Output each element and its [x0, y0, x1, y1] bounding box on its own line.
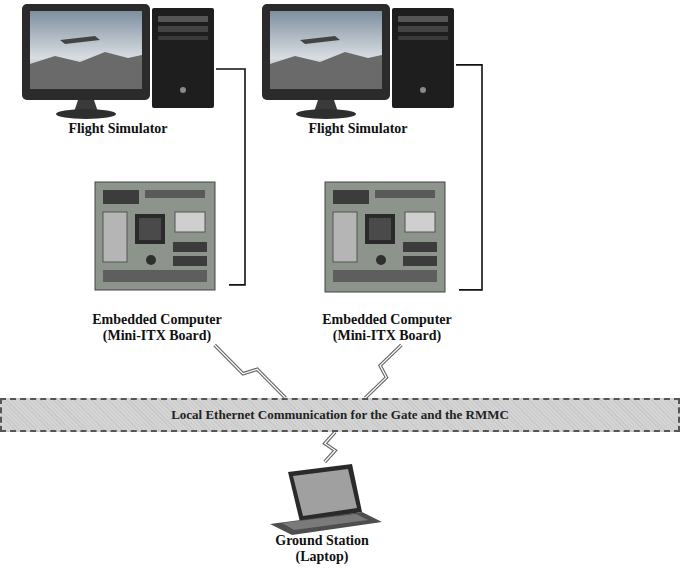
device-label: Ground Station (Laptop): [255, 533, 389, 566]
bolt-outline: [325, 432, 336, 462]
device-label: Flight Simulator: [306, 121, 409, 138]
device-label: Embedded Computer (Mini-ITX Board): [315, 312, 459, 345]
mini-itx-board-right: [325, 182, 445, 292]
device-label: Flight Simulator: [66, 121, 169, 138]
bolt-outline: [365, 345, 401, 398]
cable-path: [456, 65, 482, 290]
bolt-core: [325, 432, 336, 462]
ethernet-band: Local Ethernet Communication for the Gat…: [0, 398, 680, 432]
workstation-right: [262, 4, 454, 119]
board-node: Embedded Computer (Mini-ITX Board): [85, 178, 229, 345]
workstation-left: [22, 4, 214, 119]
ground-station-node: Ground Station (Laptop): [255, 462, 389, 566]
simulator-node: Flight Simulator: [20, 0, 216, 138]
laptop: [270, 464, 382, 535]
wireless-link: [215, 345, 286, 398]
cable-line: [216, 69, 245, 285]
mini-itx-board-left: [95, 182, 215, 290]
bolt-core: [215, 345, 286, 398]
bolt-core: [365, 345, 401, 398]
device-label: Embedded Computer (Mini-ITX Board): [85, 312, 229, 345]
bolt-outline: [215, 345, 286, 398]
band-label: Local Ethernet Communication for the Gat…: [169, 407, 511, 424]
cable-path: [216, 69, 245, 285]
board-node: Embedded Computer (Mini-ITX Board): [315, 178, 459, 345]
simulator-node: Flight Simulator: [260, 0, 456, 138]
cable-line: [456, 65, 482, 290]
wireless-link: [365, 345, 401, 398]
wireless-link: [325, 432, 336, 462]
